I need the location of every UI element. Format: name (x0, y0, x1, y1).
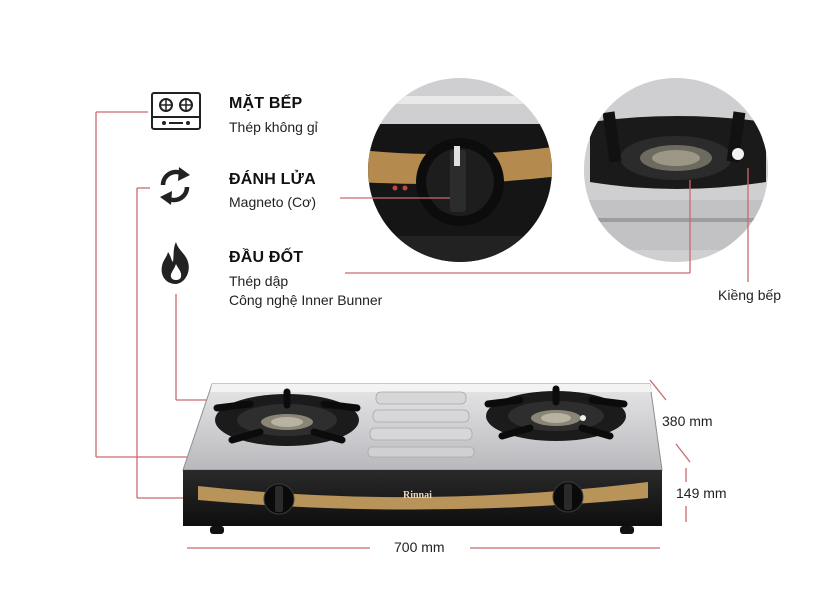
feature-title-cooktop: MẶT BẾP (229, 95, 303, 112)
zoom-circle-pan-support (584, 78, 768, 262)
gas-stove (182, 383, 663, 534)
burner-left (213, 388, 361, 446)
knob-left (263, 483, 295, 515)
dimension-width: 700 mm (394, 539, 445, 555)
knob-right (552, 481, 584, 513)
feature-text-burner-material: Thép dập (229, 273, 289, 289)
leader-lines (95, 111, 749, 549)
pan-support-label: Kiềng bếp (718, 287, 782, 303)
refresh-arrows-icon (155, 163, 195, 209)
feature-title-burner: ĐẦU ĐỐT (229, 249, 304, 266)
feature-title-ignition: ĐÁNH LỬA (229, 171, 316, 188)
feature-text-cooktop: Thép không gỉ (229, 119, 318, 135)
stovetop-icon (151, 92, 201, 130)
burner-right (484, 385, 628, 441)
zoom-circle-ignition (368, 78, 552, 262)
feature-text-ignition: Magneto (Cơ) (229, 194, 316, 210)
dimension-depth: 380 mm (662, 413, 713, 429)
brand-label: Rinnai (403, 490, 432, 501)
feature-text-burner-technology: Công nghệ Inner Bunner (229, 292, 383, 308)
flame-icon (156, 240, 196, 286)
dim-line-depth (649, 379, 667, 401)
cooktop-icon (151, 92, 201, 130)
dimension-height: 149 mm (676, 485, 727, 501)
